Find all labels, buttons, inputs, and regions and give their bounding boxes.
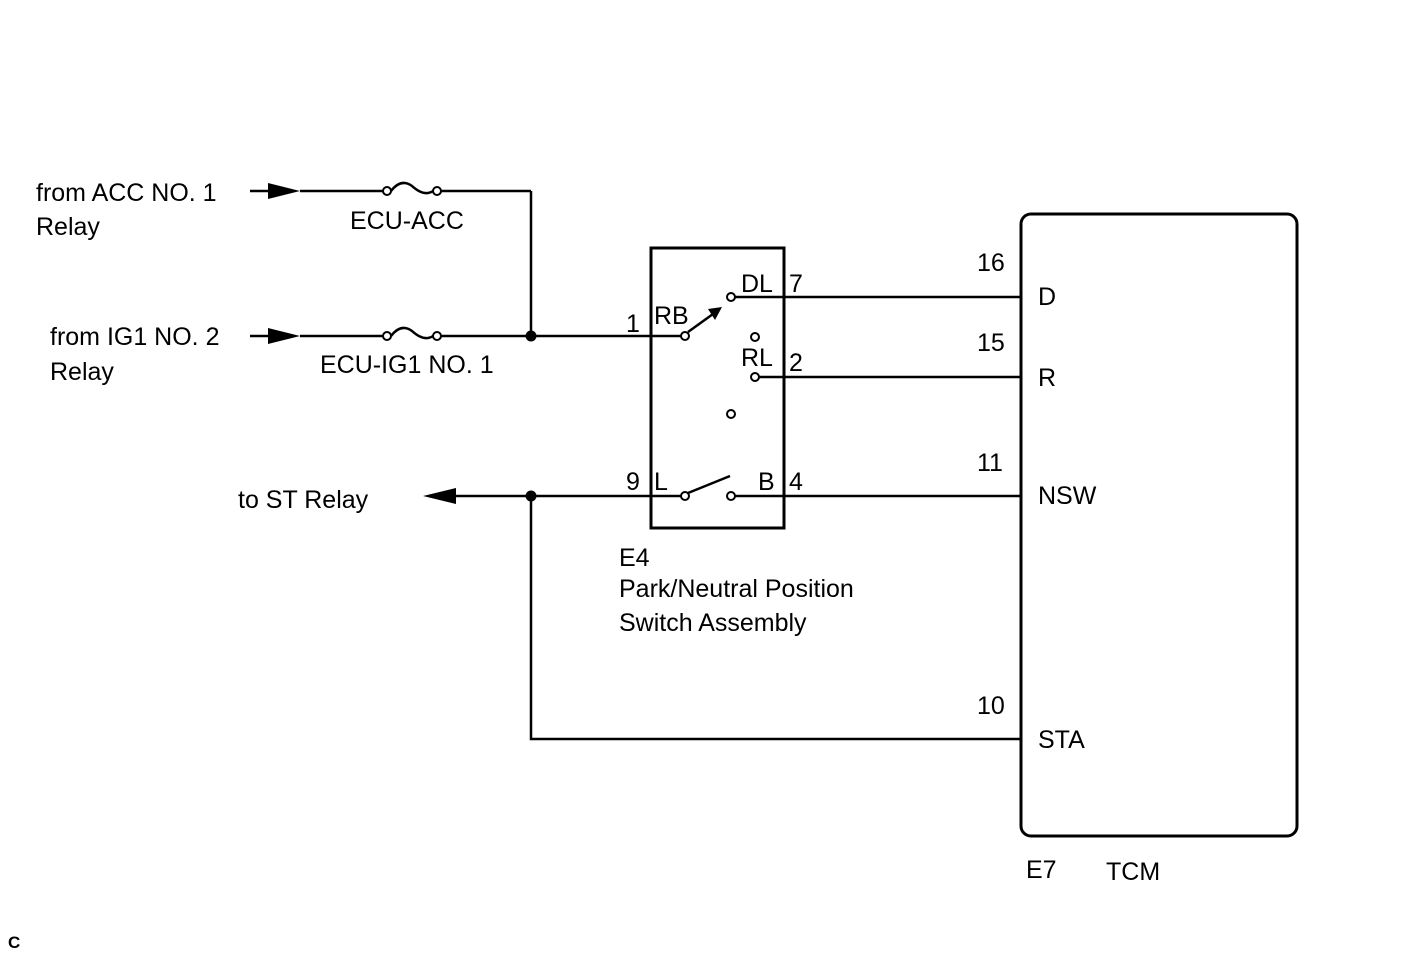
acc-input-arrow-icon <box>250 183 300 199</box>
rl-terminal-icon <box>750 372 760 382</box>
unused-terminal-lower-icon <box>726 409 736 419</box>
fuse-ecu-ig1-label: ECU-IG1 NO. 1 <box>320 351 494 379</box>
fuse-ecu-acc-icon <box>382 181 442 196</box>
tcm-pin-r-number: 15 <box>977 329 1005 357</box>
ig1-source-label: from IG1 NO. 2 <box>50 323 219 351</box>
junction-dot-icon <box>525 330 537 342</box>
switch-assembly-box <box>649 246 786 530</box>
tcm-pin-sta-number: 10 <box>977 692 1005 720</box>
tcm-pin-d-label: D <box>1038 283 1056 311</box>
corner-mark: C <box>8 933 20 952</box>
switch-name-line2: Switch Assembly <box>619 609 807 637</box>
tcm-pin-d-number: 16 <box>977 249 1005 277</box>
acc-source-label: from ACC NO. 1 <box>36 179 217 207</box>
acc-source-label-relay: Relay <box>36 213 100 241</box>
tcm-pin-r-label: R <box>1038 364 1056 392</box>
switch-pin-dl-label: DL <box>741 270 773 298</box>
switch-pin-l-label: L <box>654 468 668 496</box>
dl-terminal-icon <box>726 292 736 302</box>
switch-name-line1: Park/Neutral Position <box>619 575 854 603</box>
switch-connector-code: E4 <box>619 544 650 572</box>
switch-pin-rb-label: RB <box>654 302 689 330</box>
tcm-pin-nsw-number: 11 <box>977 449 1003 477</box>
switch-pin-7-number: 7 <box>789 270 803 298</box>
fuse-ecu-ig1-icon <box>382 326 442 341</box>
fuse-ecu-acc-label: ECU-ACC <box>350 207 464 235</box>
tcm-connector-code: E7 <box>1026 856 1057 884</box>
l-terminal-icon <box>680 491 690 501</box>
lb-switch-blade-icon <box>687 474 731 495</box>
wire-st-to-sta <box>529 496 1021 741</box>
tcm-name: TCM <box>1106 858 1160 886</box>
st-relay-label: to ST Relay <box>238 486 369 514</box>
switch-pin-9-number: 9 <box>626 468 640 496</box>
switch-pin-4-number: 4 <box>789 468 803 496</box>
unused-terminal-icon <box>750 332 760 342</box>
switch-pin-b-label: B <box>758 468 775 496</box>
ig1-input-arrow-icon <box>250 328 300 344</box>
tcm-pin-sta-label: STA <box>1038 726 1085 754</box>
st-relay-output-arrow-icon <box>423 488 456 504</box>
ig1-source-label-relay: Relay <box>50 358 114 386</box>
switch-pin-1-number: 1 <box>626 310 640 338</box>
rotary-selector-arrow-icon <box>687 307 722 334</box>
tcm-box <box>1019 212 1299 838</box>
b-terminal-icon <box>726 491 736 501</box>
switch-pin-2-number: 2 <box>789 349 803 377</box>
rb-terminal-icon <box>680 331 690 341</box>
tcm-pin-nsw-label: NSW <box>1038 482 1097 510</box>
switch-pin-rl-label: RL <box>741 344 773 372</box>
